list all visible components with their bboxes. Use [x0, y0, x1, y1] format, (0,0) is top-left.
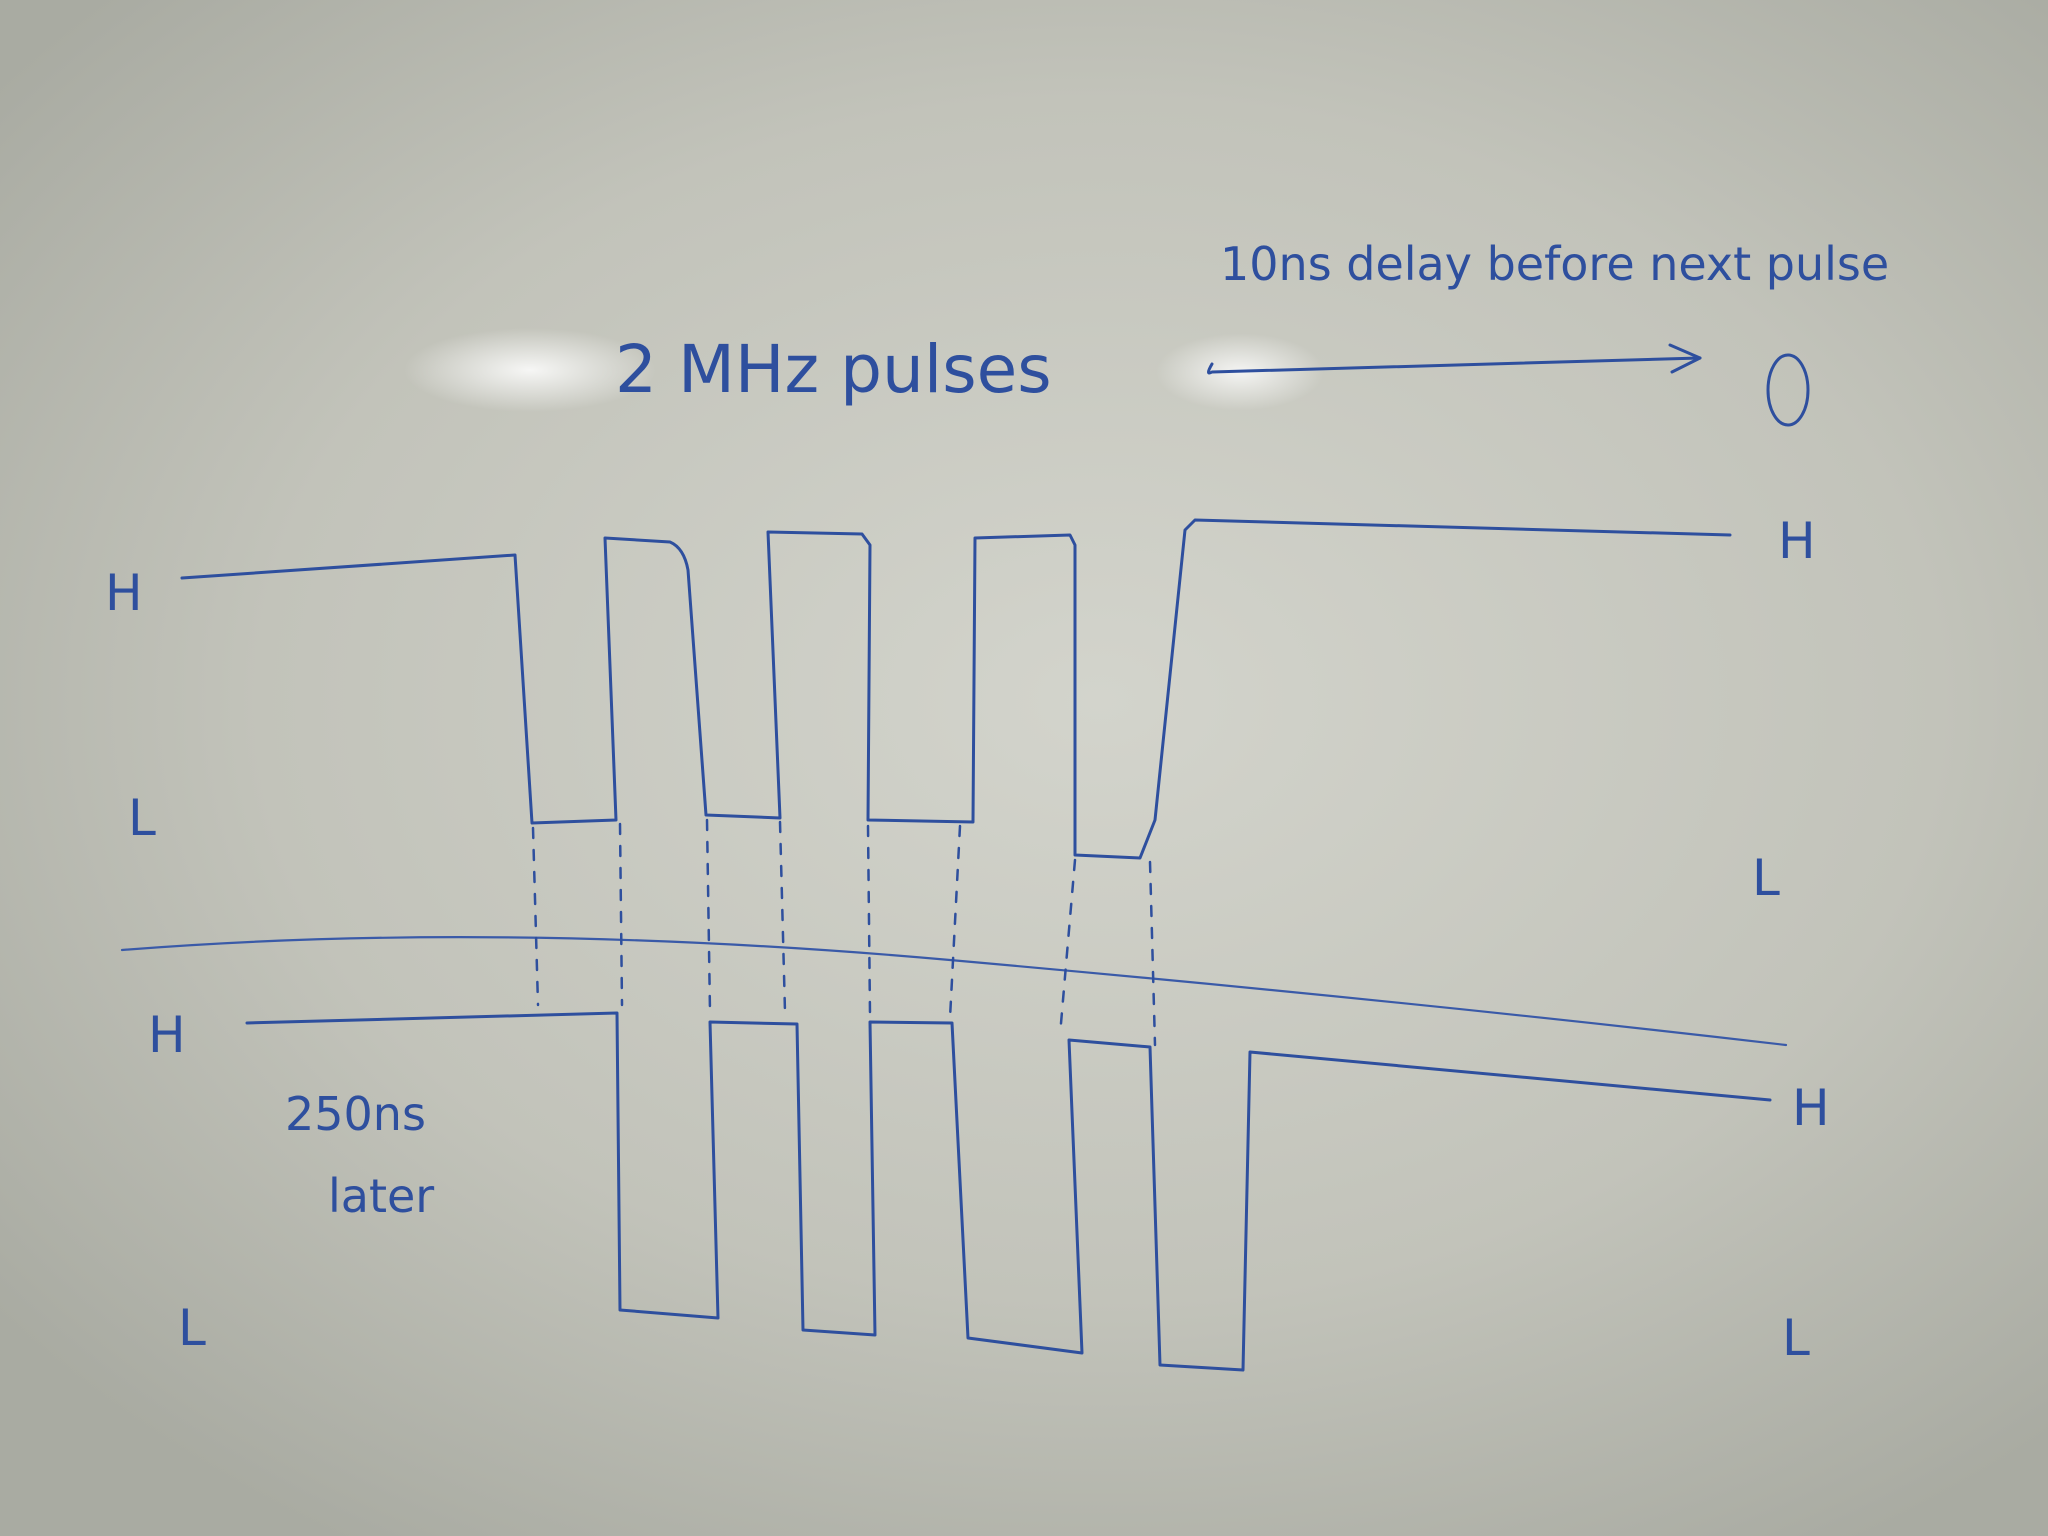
- label-top-high-left: H: [105, 564, 143, 622]
- alignment-dash: [1058, 858, 1077, 1037]
- label-top-high-right: H: [1778, 512, 1816, 570]
- alignment-dash: [705, 818, 712, 1014]
- diagram-title: 2 MHz pulses: [615, 331, 1052, 408]
- alignment-dash: [948, 824, 962, 1020]
- alignment-dash: [1148, 860, 1157, 1047]
- label-bottom-high-left: H: [148, 1006, 186, 1064]
- delay-arrow-head: [1668, 343, 1702, 374]
- arrow-end-circle: [1766, 353, 1810, 427]
- alignment-dash: [531, 826, 540, 1007]
- label-top-low-right: L: [1752, 849, 1780, 907]
- top-waveform: [180, 518, 1732, 860]
- label-bottom-low-left: L: [178, 1299, 206, 1357]
- alignment-dash: [618, 822, 624, 1007]
- alignment-dashes: [531, 818, 1157, 1047]
- delay-arrow: [1207, 343, 1702, 375]
- bottom-waveform: [245, 1011, 1772, 1372]
- alignment-dash: [778, 820, 787, 1014]
- delay-note: 10ns delay before next pulse: [1220, 237, 1889, 291]
- offset-note-line2: later: [328, 1169, 434, 1223]
- alignment-dash: [866, 824, 872, 1017]
- label-bottom-low-right: L: [1782, 1309, 1810, 1367]
- offset-note-line1: 250ns: [285, 1087, 426, 1141]
- label-bottom-high-right: H: [1792, 1079, 1830, 1137]
- separator-line: [120, 936, 1788, 1047]
- delay-arrow-shaft: [1207, 356, 1702, 375]
- label-top-low-left: L: [128, 789, 156, 847]
